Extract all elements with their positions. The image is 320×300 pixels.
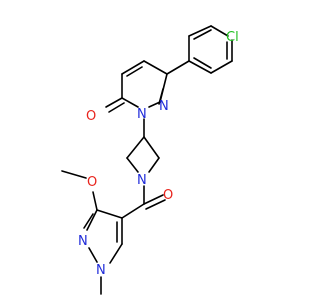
bond [121, 203, 145, 219]
bond [193, 29, 212, 40]
azetidine-nitrogen-atom: N [137, 173, 147, 188]
bond [121, 97, 139, 108]
bond [105, 97, 123, 108]
pyridazinone-n2-atom: N [159, 99, 169, 114]
bond [188, 60, 212, 74]
bond [166, 60, 190, 75]
bond [126, 66, 143, 77]
bond [148, 157, 160, 173]
atom-labels: Cl O N N N O O N N [78, 30, 239, 278]
bond [86, 209, 98, 231]
carbonyl-oxygen-atom: O [86, 109, 96, 124]
bonds [61, 25, 233, 295]
bond [210, 60, 233, 74]
bond [92, 191, 98, 211]
methoxy-oxygen-atom: O [87, 175, 97, 190]
bond [148, 101, 161, 108]
bond [121, 60, 145, 75]
pyrazole-n1-atom: N [96, 263, 106, 278]
bond [61, 170, 87, 179]
amide-oxygen-atom: O [163, 188, 173, 203]
bond [143, 136, 160, 159]
bond [83, 213, 94, 229]
bond [145, 199, 166, 210]
bond [143, 60, 168, 75]
bond [188, 25, 212, 37]
molecule-structure: Cl O N N N O O N N [61, 25, 239, 295]
bond [88, 247, 98, 263]
bond [193, 57, 212, 69]
bond [126, 157, 139, 173]
bond [109, 243, 123, 264]
bond [126, 136, 145, 159]
pyrazole-n2-atom: N [78, 234, 88, 249]
bond [143, 194, 164, 205]
bond [158, 88, 164, 105]
chlorine-atom: Cl [226, 30, 239, 45]
bond [96, 209, 123, 219]
bond [108, 102, 125, 113]
pyridazinone-n1-atom: N [137, 107, 147, 122]
bond [210, 25, 229, 37]
